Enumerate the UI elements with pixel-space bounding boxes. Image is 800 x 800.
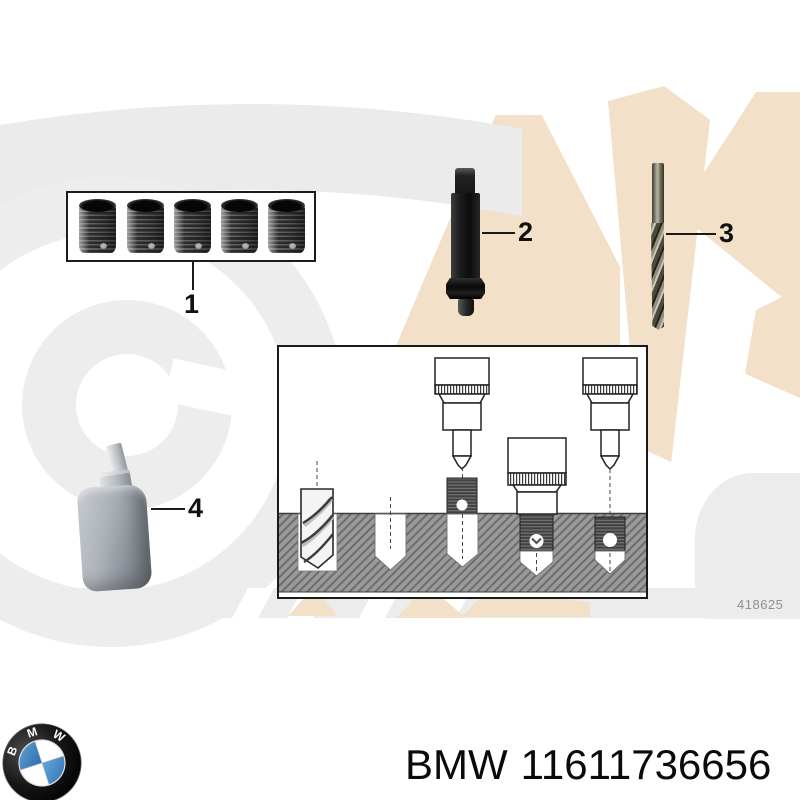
callout-label-4: 4 [188,493,204,523]
insert-set-box [66,191,316,262]
insert-opening [127,199,164,212]
part-caption: BMW 11611736656 [405,741,771,789]
step4-insert-driven-in [507,437,567,577]
installation-steps-diagram [279,357,646,593]
thread-insert [79,199,116,253]
callout-label-1: 1 [184,289,200,319]
logo-letter-m: M [25,724,39,740]
thread-insert [268,199,305,253]
logo-blue-quadrant [42,756,65,785]
callout-label-3: 3 [719,218,735,248]
installation-tool-tip [458,299,474,316]
logo-blue-quadrant [19,741,42,770]
insert-highlight [289,243,297,249]
thread-insert [127,199,164,253]
logo-rim [2,723,82,800]
drill-bit-shank [652,163,664,224]
insert-highlight [100,243,108,249]
step2-tapped-hole [374,497,407,571]
thread-insert [174,199,211,253]
step5-insert-installed [582,357,638,575]
step1-drilling [297,461,338,572]
insert-highlight [195,243,203,249]
installation-tool-shank [455,168,475,195]
insert-opening [174,199,211,212]
figure-number: 418625 [737,597,784,612]
installation-tool-nut [446,278,485,299]
thread-insert [221,199,258,253]
watermark-gray-arc [0,104,522,424]
watermark-gray-blob [695,473,800,619]
installation-steps-box [277,345,648,599]
callout-line-2 [482,232,515,234]
insert-highlight [148,243,156,249]
insert-opening [79,199,116,212]
logo-cross-lines [20,741,64,785]
step3-insert-on-tool [434,357,490,568]
callout-line-4 [151,508,185,510]
callout-line-3 [666,233,716,235]
insert-opening [268,199,305,212]
part-number: 11611736656 [520,741,772,788]
drill-bit-flutes [651,223,664,330]
insert-highlight [242,243,250,249]
callout-line-1 [192,262,194,290]
insert-opening [221,199,258,212]
callout-label-2: 2 [518,217,534,247]
installation-tool-body [451,193,480,279]
brand-name: BMW [405,741,508,788]
bottle-body [76,483,153,593]
bmw-logo: B M W [2,723,82,800]
